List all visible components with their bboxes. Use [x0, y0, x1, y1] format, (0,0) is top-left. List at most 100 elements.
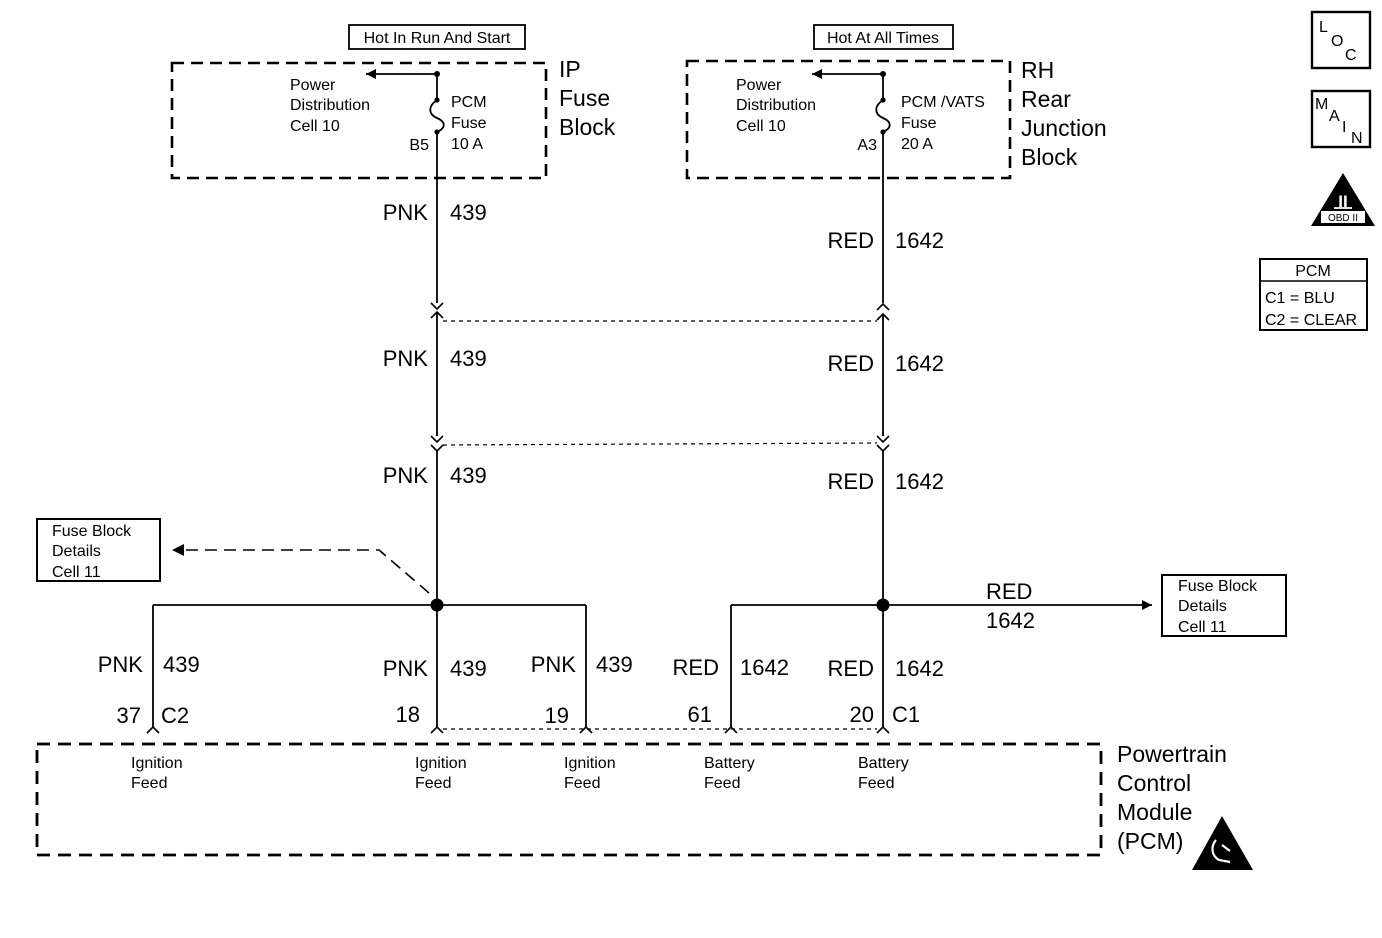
loc-letter-o: O — [1331, 33, 1343, 50]
rh-block-line-4: Block — [1021, 144, 1078, 170]
connector-break-bottom — [876, 435, 890, 453]
obd-label: OBD II — [1328, 213, 1358, 224]
connector-table-frame — [1259, 258, 1368, 331]
connector-table-title: PCM — [1295, 263, 1331, 280]
main-button-frame — [1310, 89, 1372, 149]
pin-18-label-1: Ignition — [415, 755, 467, 772]
red-label-3-color: RED — [828, 469, 874, 494]
pin-61-terminal — [724, 725, 738, 734]
main-button[interactable]: M A I N — [1310, 89, 1372, 149]
fbd-left-line-1: Fuse Block — [52, 523, 132, 540]
pin-37-number: 37 — [117, 703, 141, 728]
hot-in-run-header: Hot In Run And Start — [364, 30, 511, 47]
fuse-block-details-right[interactable]: Fuse Block Details Cell 11 — [1161, 574, 1287, 637]
hot-in-run-header-box — [348, 24, 526, 50]
pin-19-number: 19 — [545, 703, 569, 728]
fuse-block-details-leader — [182, 549, 430, 594]
pin-37-label-2: Feed — [131, 775, 167, 792]
pin-37-wire-circuit: 439 — [163, 652, 200, 677]
fuse-block-details-left-box — [36, 518, 161, 582]
fbd-left-line-3: Cell 11 — [52, 564, 101, 581]
rh-pd-line-2: Distribution — [736, 97, 816, 114]
rh-fuse-line-1: PCM /VATS — [901, 94, 985, 111]
pcm-pin-18: PNK 439 18 Ignition Feed — [383, 656, 487, 792]
pcm-name-line-2: Control — [1117, 770, 1191, 796]
pcm-name-line-3: Module — [1117, 799, 1192, 825]
main-letter-n: N — [1351, 130, 1363, 147]
pnk-label-1-color: PNK — [383, 200, 429, 225]
pcm-pin-19: PNK 439 19 Ignition Feed — [531, 652, 633, 792]
pnk-label-1-circuit: 439 — [450, 200, 487, 225]
pnk-label-3-circuit: 439 — [450, 463, 487, 488]
fbd-right-line-1: Fuse Block — [1178, 578, 1258, 595]
pin-18-wire-circuit: 439 — [450, 656, 487, 681]
rh-block-line-2: Rear — [1021, 86, 1071, 112]
pin-19-wire-color: PNK — [531, 652, 577, 677]
rh-block-line-1: RH — [1021, 57, 1054, 83]
pin-19-terminal — [579, 725, 593, 734]
ip-pd-line-1: Power — [290, 77, 336, 94]
red-splice: RED 1642 — [730, 579, 1152, 727]
red-label-3-circuit: 1642 — [895, 469, 944, 494]
connector-table-row-2: C2 = CLEAR — [1265, 312, 1357, 329]
pcm-pin-61: RED 1642 61 Battery Feed — [673, 655, 789, 792]
pin-20-connector: C1 — [892, 702, 920, 727]
rh-pd-line-1: Power — [736, 77, 782, 94]
pin-37-label-1: Ignition — [131, 755, 183, 772]
pcm-connector-table: PCM C1 = BLU C2 = CLEAR — [1259, 258, 1368, 331]
hot-at-all-times-header-box — [813, 24, 954, 50]
pnk-label-3-color: PNK — [383, 463, 429, 488]
pnk-label-2-circuit: 439 — [450, 346, 487, 371]
obd-ii-icon: II OBD II — [1311, 173, 1375, 226]
rh-junction-block-outline — [685, 59, 1012, 180]
red-1642-wire — [876, 132, 890, 727]
ip-terminal-label: B5 — [409, 137, 429, 154]
rh-rear-junction-block: Hot At All Times Power Distribution Cell… — [685, 24, 1107, 180]
pin-37-wire-color: PNK — [98, 652, 144, 677]
pin-20-terminal — [876, 725, 890, 734]
pin-61-label-2: Feed — [704, 775, 740, 792]
red-branch-color: RED — [986, 579, 1032, 604]
red-label-2-circuit: 1642 — [895, 351, 944, 376]
fbd-right-line-3: Cell 11 — [1178, 619, 1227, 636]
pin-61-label-1: Battery — [704, 755, 755, 772]
obd-label-plate — [1321, 211, 1365, 223]
pcm-name-line-4: (PCM) — [1117, 828, 1183, 854]
hot-at-all-times-header: Hot At All Times — [827, 30, 939, 47]
connector-table-row-1: C1 = BLU — [1265, 290, 1335, 307]
fbd-right-line-2: Details — [1178, 598, 1227, 615]
pin-18-wire-color: PNK — [383, 656, 429, 681]
pcm-name-line-1: Powertrain — [1117, 741, 1227, 767]
fuse-block-details-left[interactable]: Fuse Block Details Cell 11 — [36, 518, 161, 582]
fuse-icon — [429, 99, 445, 133]
loc-button-frame — [1310, 10, 1372, 70]
ip-pd-line-2: Distribution — [290, 97, 370, 114]
loc-letter-c: C — [1345, 47, 1357, 64]
pin-18-number: 18 — [396, 702, 420, 727]
loc-letter-l: L — [1319, 19, 1328, 36]
pnk-439-wire — [430, 132, 444, 727]
pin-20-label-1: Battery — [858, 755, 909, 772]
ip-block-line-1: IP — [559, 56, 581, 82]
rh-fuse-line-2: Fuse — [901, 115, 937, 132]
red-label-1-circuit: 1642 — [895, 228, 944, 253]
connector-break-bottom — [430, 435, 444, 453]
rh-block-line-3: Junction — [1021, 115, 1107, 141]
pin-19-label-1: Ignition — [564, 755, 616, 772]
red-label-2-color: RED — [828, 351, 874, 376]
pcm-outline — [35, 742, 1103, 857]
pcm-pin-37: PNK 439 37 C2 Ignition Feed — [98, 652, 200, 792]
fuse-block-details-right-box — [1161, 574, 1287, 637]
pnk-splice — [152, 544, 587, 727]
pcm-module: Powertrain Control Module (PCM) — [35, 741, 1253, 870]
pin-20-wire-circuit: 1642 — [895, 656, 944, 681]
red-label-1-color: RED — [828, 228, 874, 253]
esd-warning-icon — [1192, 816, 1253, 870]
main-letter-m: M — [1315, 96, 1328, 113]
ip-fuse-line-2: Fuse — [451, 115, 487, 132]
ip-fuse-block-outline — [170, 61, 548, 180]
ip-block-line-2: Fuse — [559, 85, 610, 111]
inline-connector-link-lower — [442, 442, 878, 446]
loc-button[interactable]: L O C — [1310, 10, 1372, 70]
pnk-label-2-color: PNK — [383, 346, 429, 371]
